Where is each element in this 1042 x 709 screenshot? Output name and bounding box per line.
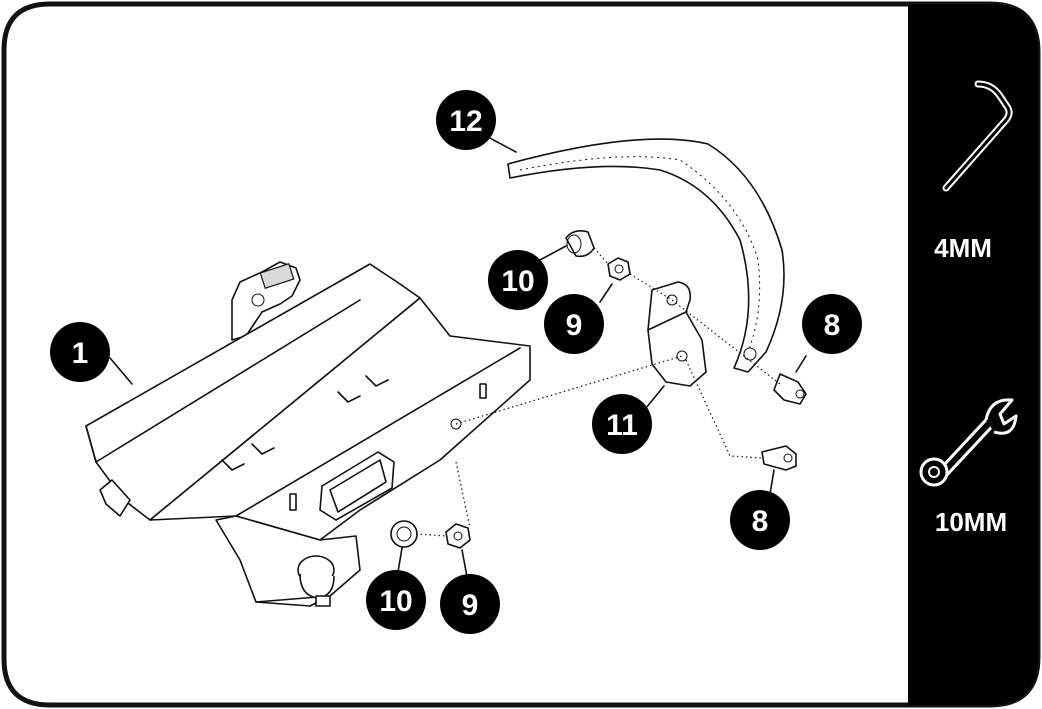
- svg-text:9: 9: [566, 309, 583, 342]
- svg-text:1: 1: [72, 337, 89, 370]
- svg-text:11: 11: [606, 409, 638, 442]
- tools-panel: [908, 4, 1038, 705]
- callout-8-upper: 8: [802, 294, 862, 354]
- callout-9-upper: 9: [544, 294, 604, 354]
- angle-bracket-part: [647, 281, 707, 387]
- main-bracket-part: [85, 261, 531, 607]
- screw-upper: [773, 373, 807, 405]
- serrated-plate-part: [507, 138, 785, 373]
- callout-9-lower: 9: [440, 574, 500, 634]
- callout-10-lower: 10: [366, 570, 426, 630]
- callout-1: 1: [50, 322, 110, 382]
- hex-key-size-label: 4MM: [934, 233, 992, 263]
- svg-text:10: 10: [379, 585, 412, 618]
- wrench-size-label: 10MM: [935, 507, 1007, 537]
- callout-12: 12: [436, 90, 496, 150]
- svg-text:8: 8: [824, 309, 841, 342]
- svg-text:12: 12: [449, 105, 482, 138]
- callout-8-lower: 8: [730, 490, 790, 550]
- callout-11: 11: [592, 394, 652, 454]
- leader-lines: [109, 135, 807, 583]
- screw-lower: [761, 445, 797, 471]
- svg-text:9: 9: [462, 589, 479, 622]
- wrench-icon: [919, 398, 1018, 487]
- hex-key-icon: [942, 80, 1013, 192]
- assembly-guide-lines: [415, 247, 781, 537]
- cap-nut-lower: [390, 520, 418, 548]
- svg-text:8: 8: [752, 505, 769, 538]
- hex-nut-upper: [607, 257, 631, 281]
- svg-text:10: 10: [501, 265, 534, 298]
- callout-10-upper: 10: [488, 250, 548, 310]
- hex-nut-lower: [445, 523, 471, 549]
